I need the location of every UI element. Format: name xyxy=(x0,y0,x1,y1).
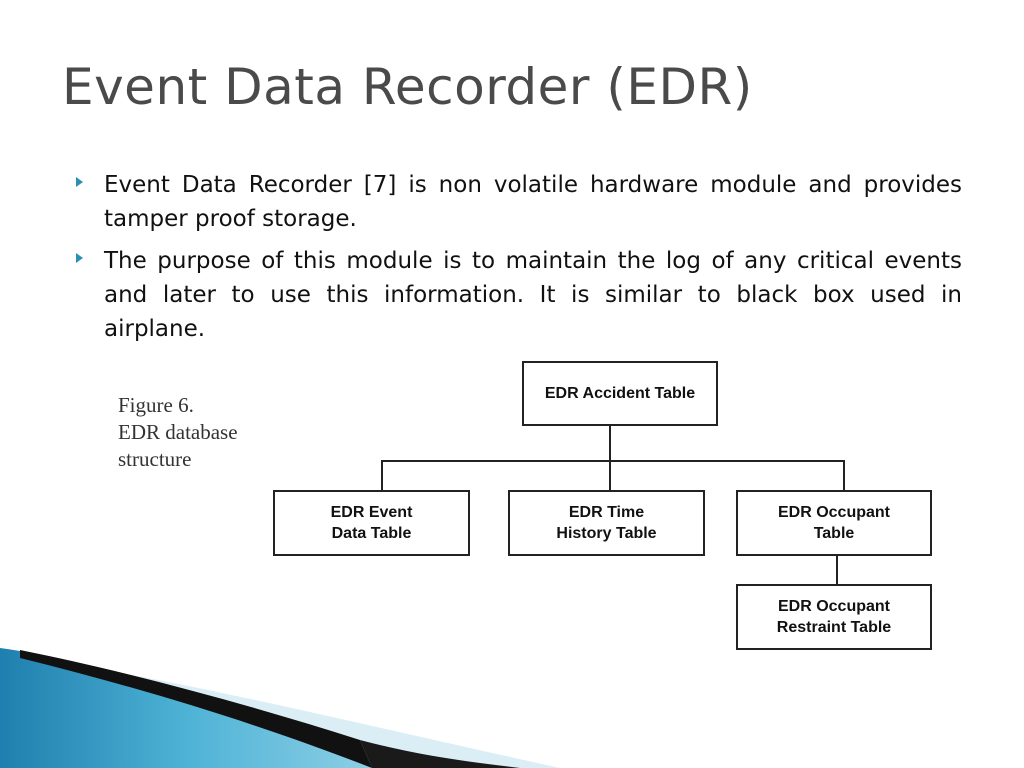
box-label: EDR Occupant xyxy=(777,598,890,615)
connector-line xyxy=(381,460,845,462)
box-label: Data Table xyxy=(331,525,412,542)
edr-occupant-table-box: EDR Occupant Table xyxy=(736,490,932,556)
connector-line xyxy=(836,554,838,585)
box-label: EDR Occupant xyxy=(777,504,890,521)
box-label: EDR Time xyxy=(568,504,645,521)
box-label: History Table xyxy=(556,525,657,542)
connector-line xyxy=(609,460,611,491)
edr-accident-table-box: EDR Accident Table xyxy=(522,361,718,426)
connector-line xyxy=(843,460,845,491)
box-label: Restraint Table xyxy=(776,619,892,636)
triangle-bullet-icon xyxy=(76,253,83,263)
figure-caption: Figure 6. EDR database structure xyxy=(118,392,238,473)
bullet-item: The purpose of this module is to maintai… xyxy=(76,244,962,346)
connector-line xyxy=(381,460,383,491)
edr-time-history-table-box: EDR Time History Table xyxy=(508,490,705,556)
slide-title: Event Data Recorder (EDR) xyxy=(62,58,753,116)
connector-line xyxy=(609,425,611,462)
bullet-text: Event Data Recorder [7] is non volatile … xyxy=(104,172,962,232)
bullet-text: The purpose of this module is to maintai… xyxy=(104,248,962,342)
box-label: EDR Accident Table xyxy=(544,385,696,402)
triangle-bullet-icon xyxy=(76,177,83,187)
edr-event-data-table-box: EDR Event Data Table xyxy=(273,490,470,556)
caption-line: structure xyxy=(118,447,192,471)
caption-line: Figure 6. xyxy=(118,393,194,417)
edr-occupant-restraint-table-box: EDR Occupant Restraint Table xyxy=(736,584,932,650)
caption-line: EDR database xyxy=(118,420,238,444)
box-label: Table xyxy=(813,525,855,542)
bullet-list: Event Data Recorder [7] is non volatile … xyxy=(76,168,962,354)
bullet-item: Event Data Recorder [7] is non volatile … xyxy=(76,168,962,236)
box-label: EDR Event xyxy=(330,504,413,521)
